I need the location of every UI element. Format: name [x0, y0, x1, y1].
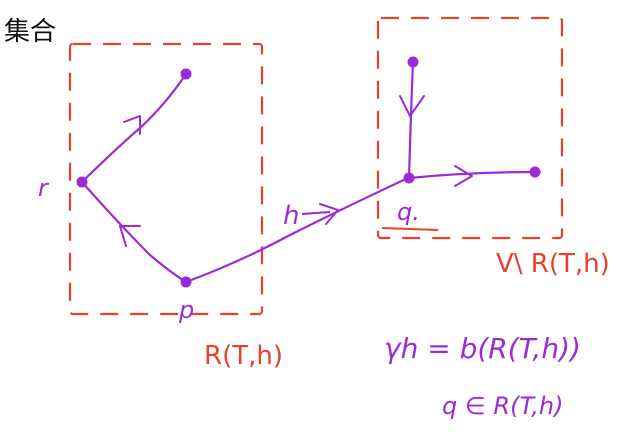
formulas: γh = b(R(T,h)) q ∈ R(T,h) [384, 332, 581, 420]
node-labels: r p q. h [38, 174, 420, 324]
node-q [403, 172, 415, 184]
edge-q-right [407, 170, 537, 180]
node-top-right [407, 56, 419, 68]
label-h-arrow [301, 211, 331, 215]
right-region-box [376, 16, 564, 240]
arrowheads [119, 95, 473, 247]
title-text: 集合 [4, 17, 56, 47]
region-labels: R(T,h) V\ R(T,h) [204, 227, 610, 371]
node-top-left [180, 68, 192, 80]
edge-p-q [184, 176, 410, 284]
arrowhead-q-right [454, 165, 473, 187]
node-p [180, 276, 192, 288]
arrowhead-r-top [123, 115, 141, 135]
formula-line-1: γh = b(R(T,h)) [384, 332, 581, 365]
edge-r-top [80, 72, 188, 184]
arrowhead-top-q [399, 95, 425, 117]
node-r [76, 176, 88, 188]
label-h: h [283, 201, 299, 231]
label-left-region: R(T,h) [204, 341, 283, 371]
label-r: r [38, 174, 50, 202]
label-q: q. [397, 198, 420, 226]
arrowhead-h [319, 203, 339, 225]
left-region-box [68, 42, 264, 316]
graph-nodes [76, 56, 541, 288]
formula-line-2: q ∈ R(T,h) [442, 392, 563, 420]
label-p: p [178, 296, 194, 324]
arrowhead-p-r [119, 225, 141, 247]
node-right [529, 166, 541, 178]
edge-r-p [80, 180, 188, 284]
label-right-region: V\ R(T,h) [496, 249, 610, 279]
label-q-underline [381, 227, 439, 231]
edge-top-q [407, 60, 415, 180]
